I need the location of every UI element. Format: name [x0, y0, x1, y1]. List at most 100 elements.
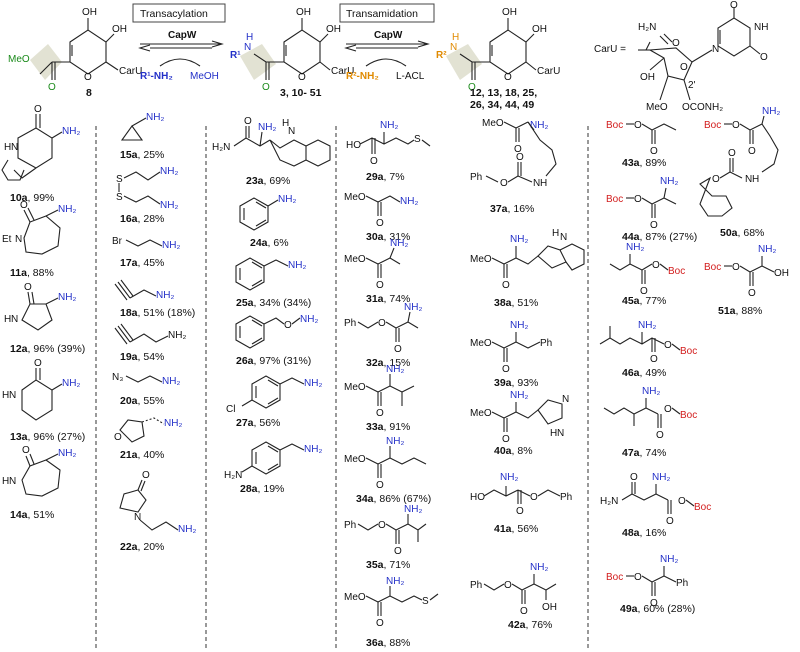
atom-nh2: NH₂ [168, 330, 186, 341]
atom-nh: H [540, 178, 547, 189]
atom-n: N [15, 234, 22, 245]
atom-nh2: NH₂ [510, 390, 528, 401]
compound-15a: NH₂ [120, 112, 164, 141]
compound-27a-label: 27a, 56% [236, 417, 280, 429]
atom-o: O [376, 618, 384, 629]
atom-o: O [504, 580, 512, 591]
compound-48a: H₂N O NH₂ O O Boc [600, 472, 711, 527]
atom-o-2: O [650, 598, 658, 609]
atom-o: O [376, 218, 384, 229]
atom-boc: Boc [694, 502, 711, 513]
compound-33a-label: 33a, 91% [366, 421, 410, 433]
compound-26a-label: 26a, 97% (31%) [236, 355, 311, 367]
compound-43a: Boc O O [606, 120, 677, 157]
atom-o: O [634, 120, 642, 131]
amide-oxygen: O [262, 82, 270, 93]
atom-o: O [20, 200, 28, 211]
atom-nh2: NH₂ [164, 418, 182, 429]
compound-12a-label: 12a, 96% (39%) [10, 343, 85, 355]
intermediate-ring-o: O [298, 72, 306, 83]
r1-label: R¹ [230, 50, 241, 61]
atom-hn: H [4, 314, 11, 325]
atom-nh2: NH₂ [62, 378, 80, 389]
atom-n: N [533, 178, 540, 189]
compound-24a-label: 24a, 6% [250, 237, 289, 249]
atom-oh: OH [774, 268, 789, 279]
compound-42a-label: 42a, 76% [508, 619, 552, 631]
compound-23a-label: 23a, 69% [246, 175, 290, 187]
atom-o: O [370, 156, 378, 167]
caru-definition-label: CarU = [594, 44, 626, 55]
caru-o: O [672, 38, 680, 49]
atom-nh2: NH₂ [58, 204, 76, 215]
compound-16a: S S NH₂ NH₂ [116, 166, 178, 211]
atom-nh2: NH₂ [652, 472, 670, 483]
product-oh: OH [502, 7, 517, 18]
atom-meo: MeO [344, 382, 366, 393]
atom-o: O [502, 364, 510, 375]
transamidation-step: Transamidation CapW R²-NH₂ L-ACL [339, 3, 435, 82]
atom-ho: HO [346, 140, 361, 151]
atom-nh2: NH₂ [386, 436, 404, 447]
caru-n: N [712, 44, 719, 55]
caru-uracil-o2: O [760, 52, 768, 63]
atom-o: O [630, 472, 638, 483]
compound-19a: NH₂ [114, 323, 186, 345]
compound-27a: Cl NH₂ [226, 375, 322, 415]
atom-h2n: H₂N [600, 496, 618, 507]
product-oh-2: OH [532, 24, 547, 35]
atom-nh2-2: NH₂ [160, 200, 178, 211]
atom-br: Br [112, 236, 123, 247]
atom-nh2: NH₂ [758, 244, 776, 255]
caru-uracil-o1: O [730, 0, 738, 11]
atom-o-2: O [748, 288, 756, 299]
atom-nh2: NH₂ [288, 260, 306, 271]
atom-nh: H [752, 174, 759, 185]
compound-46a: NH₂ O O Boc [599, 320, 697, 365]
compound-19a-label: 19a, 54% [120, 351, 164, 363]
compound-49a: Boc O O NH₂ Ph [606, 554, 688, 609]
compound-25a: NH₂ [235, 257, 306, 291]
atom-ho: HO [470, 492, 485, 503]
atom-ph: Ph [676, 578, 688, 589]
atom-meo: MeO [344, 454, 366, 465]
atom-nh2: NH₂ [162, 240, 180, 251]
atom-hn: H [2, 390, 9, 401]
product-amide-oxygen: O [468, 82, 476, 93]
compound-29a-label: 29a, 7% [366, 171, 405, 183]
carbonyl-oxygen: O [48, 82, 56, 93]
hydroxyl-label: OH [82, 7, 97, 18]
compound-13a-label: 13a, 96% (27%) [10, 431, 85, 443]
intermediate-oh-2: OH [326, 24, 341, 35]
atom-oh: OH [542, 602, 557, 613]
compound-36a: MeO O NH₂ S [344, 576, 439, 629]
atom-nh2: NH₂ [58, 292, 76, 303]
atom-o-2: O [516, 152, 524, 163]
atom-o-2: O [664, 404, 672, 415]
atom-nh: H [550, 428, 557, 439]
atom-o-2: O [530, 492, 538, 503]
compound-14a: O H N NH₂ [2, 445, 76, 497]
atom-nh2: NH₂ [404, 504, 422, 515]
atom-boc: Boc [668, 266, 685, 277]
atom-n: N [9, 476, 16, 487]
caru-ring-o: O [680, 62, 688, 73]
compound-42a: Ph O O NH₂ OH [470, 562, 557, 617]
atom-nh2: NH₂ [160, 166, 178, 177]
caru-2prime: 2' [688, 80, 696, 91]
atom-nh2: NH₂ [510, 234, 528, 245]
atom-nh2: NH₂ [530, 562, 548, 573]
intermediate-oh: OH [296, 7, 311, 18]
compound-11a: O Et N NH₂ [2, 200, 76, 255]
compound-43a-label: 43a, 89% [622, 157, 666, 169]
compound-29a: HO O NH₂ S [346, 120, 431, 167]
compound-18a-label: 18a, 51% (18%) [120, 307, 195, 319]
intermediate-amide: O N H R¹ OH OH O CarU 3, 10- 51 [230, 7, 354, 99]
atom-o: O [650, 354, 658, 365]
compound-30a-label: 30a, 31% [366, 231, 410, 243]
atom-etn: Et [2, 234, 12, 245]
atom-ph: Ph [470, 580, 482, 591]
atom-n: N [134, 512, 141, 523]
atom-nh2: NH₂ [146, 112, 164, 123]
atom-o-3: O [678, 496, 686, 507]
